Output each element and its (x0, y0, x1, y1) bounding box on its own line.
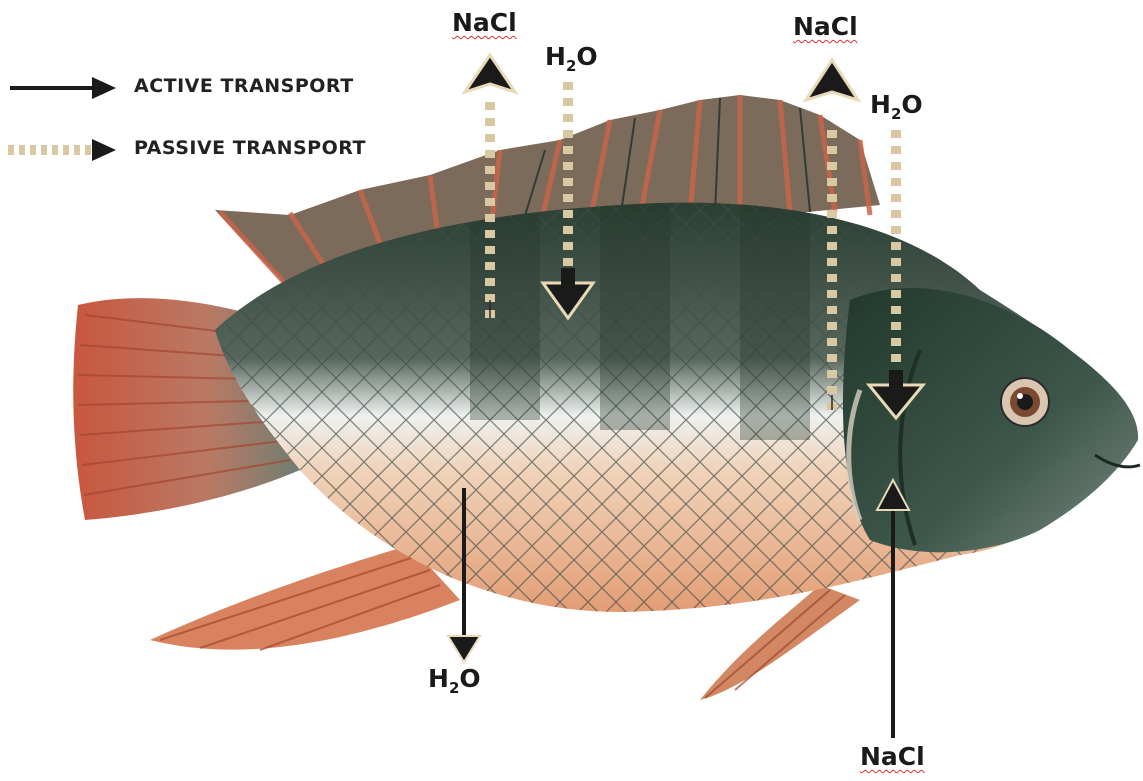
fish-head (843, 288, 1138, 552)
h2o-label-bottom: H2O (428, 664, 481, 697)
arrowhead-up-right (806, 60, 858, 100)
legend-passive-arrow (8, 139, 116, 161)
h2o-label-top-right: H2O (870, 90, 923, 123)
anal-fin (150, 545, 460, 650)
h2o-label-top-left: H2O (545, 42, 598, 75)
fish-illustration (73, 95, 1140, 700)
legend-passive-label: PASSIVE TRANSPORT (134, 137, 366, 159)
nacl-label-top-left: NaCl (452, 8, 517, 37)
legend-active-label: ACTIVE TRANSPORT (134, 75, 354, 97)
nacl-label-top-right: NaCl (793, 12, 858, 41)
legend-active-arrow (10, 77, 116, 99)
arrowhead-up-left (465, 55, 515, 92)
legend (8, 77, 116, 161)
nacl-label-bottom: NaCl (860, 742, 925, 771)
